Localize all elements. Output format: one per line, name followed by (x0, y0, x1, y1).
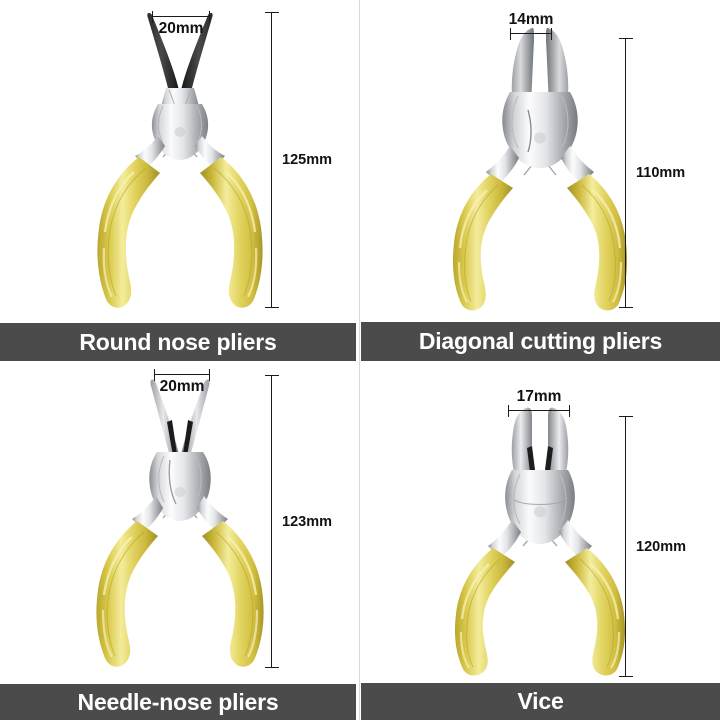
dimension-line (154, 374, 210, 376)
dimension-cap-left (152, 11, 154, 23)
dimension-cap-left (510, 28, 512, 40)
caption-label: Needle-nose pliers (77, 688, 279, 715)
dimension-cap-right (568, 405, 570, 417)
length-value: 120mm (636, 538, 686, 555)
panel-vice: 17mm 120mm (360, 360, 720, 720)
dimension-cap-left (508, 405, 510, 417)
column-divider (359, 0, 360, 720)
caption-diagonal-cutting-pliers: Diagonal cutting pliers (361, 322, 720, 361)
caption-vice: Vice (361, 683, 720, 720)
length-value: 110mm (636, 165, 686, 181)
dimension-cap-right (208, 11, 210, 23)
dimension-line (271, 375, 273, 668)
vice-illustration (454, 407, 626, 676)
length-value: 123mm (282, 513, 332, 530)
panel-diagonal-cutting-pliers: 14mm 110mm (360, 0, 720, 360)
width-value: 20mm (159, 378, 205, 395)
diagonal-cutting-pliers-illustration (452, 27, 628, 311)
dimension-cap-left (154, 369, 156, 381)
caption-label: Vice (517, 688, 564, 714)
panel-round-nose-pliers: 20mm 125mm (0, 0, 360, 360)
dimension-line (508, 410, 570, 412)
dimension-cap-right (550, 28, 552, 40)
dimension-cap-top (619, 38, 633, 40)
dimension-cap-bottom (265, 306, 279, 308)
width-value: 20mm (158, 20, 204, 37)
dimension-cap-right (208, 369, 210, 381)
needle-nose-pliers-illustration (96, 379, 264, 667)
caption-needle-nose-pliers: Needle-nose pliers (0, 684, 356, 720)
dimension-cap-top (619, 416, 633, 418)
width-value: 14mm (508, 11, 554, 28)
dimension-line (625, 416, 627, 677)
dimension-cap-top (265, 12, 279, 14)
dimension-cap-bottom (619, 675, 633, 677)
panel-needle-nose-pliers: 20mm 123mm (0, 360, 360, 720)
dimension-line (271, 12, 273, 308)
dimension-line (152, 16, 210, 18)
dimension-cap-top (265, 375, 279, 377)
length-value: 125mm (282, 152, 332, 168)
dimension-line (510, 33, 552, 35)
round-nose-pliers-illustration (97, 12, 263, 308)
caption-round-nose-pliers: Round nose pliers (0, 323, 356, 361)
dimension-line (625, 38, 627, 308)
caption-label: Round nose pliers (79, 328, 277, 355)
dimension-cap-bottom (619, 306, 633, 308)
width-value: 17mm (516, 388, 562, 405)
dimension-cap-bottom (265, 666, 279, 668)
caption-label: Diagonal cutting pliers (418, 328, 663, 354)
